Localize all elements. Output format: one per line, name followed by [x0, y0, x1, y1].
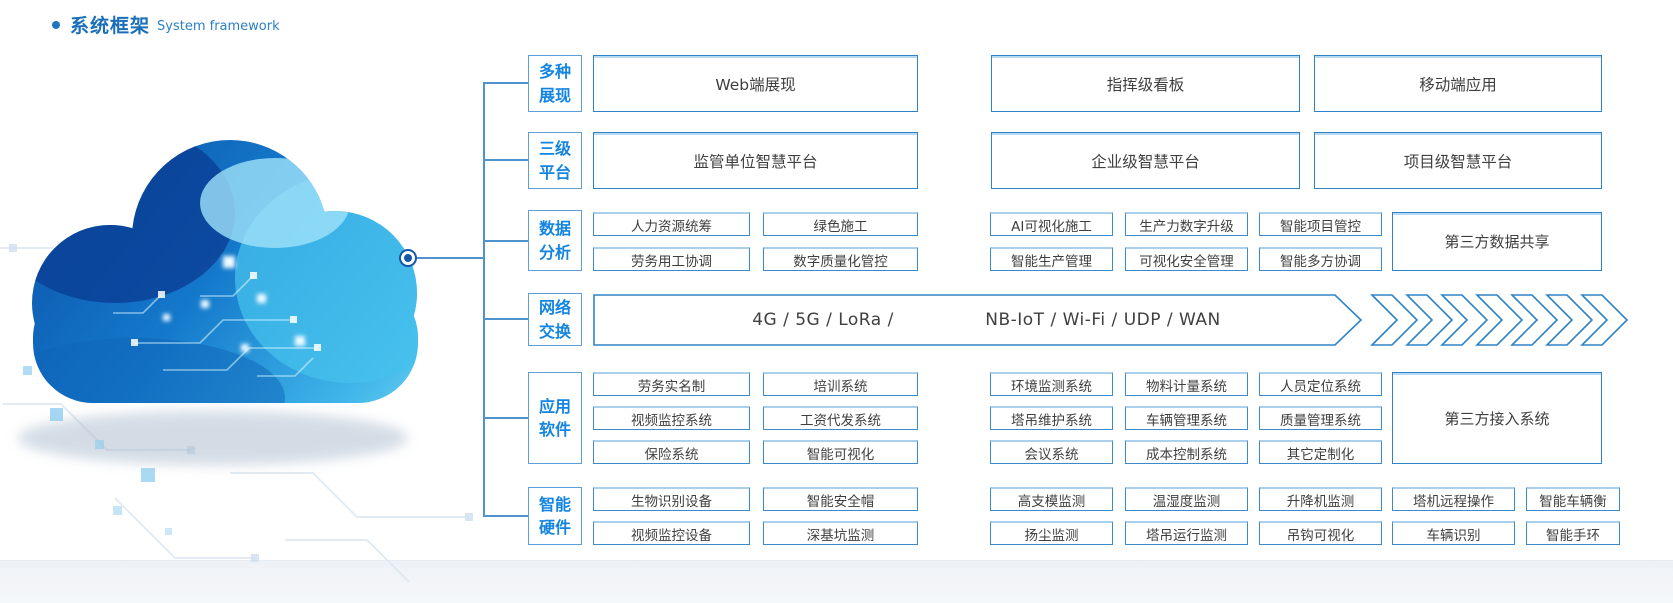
box-training-system: 培训系统 [763, 372, 918, 396]
box-cost-control-system: 成本控制系统 [1125, 440, 1248, 464]
category-label: 智能 [538, 494, 571, 514]
box-productivity-upgrade: 生产力数字升级 [1125, 212, 1248, 236]
title-zh: 系统框架 [70, 15, 151, 37]
chevron-arrows-icon [1370, 294, 1629, 346]
bullet-icon [52, 20, 60, 29]
network-protocols-left: 4G / 5G / LoRa / [752, 310, 894, 330]
connector-cloud-line [416, 257, 483, 259]
node-dot [404, 254, 412, 262]
box-tower-crane-remote-operation: 塔机远程操作 [1392, 487, 1515, 511]
box-video-surveillance-device: 视频监控设备 [593, 521, 750, 545]
box-ai-visual-construction: AI可视化施工 [990, 212, 1113, 236]
box-personnel-positioning-system: 人员定位系统 [1259, 372, 1382, 396]
category-data-analysis: 数据 分析 [528, 210, 582, 271]
box-material-metering-system: 物料计量系统 [1125, 372, 1248, 396]
box-vehicle-recognition: 车辆识别 [1392, 521, 1515, 545]
box-meeting-system: 会议系统 [990, 440, 1113, 464]
box-quality-mgmt-system: 质量管理系统 [1259, 406, 1382, 430]
box-insurance-system: 保险系统 [593, 440, 750, 464]
category-multi-display: 多种 展现 [528, 55, 582, 112]
connector-stub-network [483, 318, 528, 320]
connector-stub-display [483, 82, 528, 84]
box-command-board: 指挥级看板 [991, 55, 1300, 112]
box-smart-visualization: 智能可视化 [763, 440, 918, 464]
box-smart-vehicle-scale: 智能车辆衡 [1526, 487, 1620, 511]
category-label: 交换 [538, 321, 571, 341]
box-deep-pit-monitoring: 深基坑监测 [763, 521, 918, 545]
box-hoist-monitoring: 升降机监测 [1259, 487, 1382, 511]
network-protocols: 4G / 5G / LoRa / NB-IoT / Wi-Fi / UDP / … [593, 293, 1335, 347]
box-temp-humidity-monitoring: 温湿度监测 [1125, 487, 1248, 511]
connector-spine [483, 82, 485, 517]
category-label: 分析 [538, 242, 571, 262]
connector-stub-software [483, 417, 528, 419]
box-salary-payment-system: 工资代发系统 [763, 406, 918, 430]
connector-stub-hardware [483, 515, 528, 517]
box-smart-production-mgmt: 智能生产管理 [990, 247, 1113, 271]
box-visual-safety-mgmt: 可视化安全管理 [1125, 247, 1248, 271]
box-biometric-device: 生物识别设备 [593, 487, 750, 511]
connector-stub-platform [483, 159, 528, 161]
category-label: 平台 [538, 162, 571, 182]
connector-node-icon [399, 249, 417, 267]
box-dust-monitoring: 扬尘监测 [990, 521, 1113, 545]
network-protocols-right: NB-IoT / Wi-Fi / UDP / WAN [985, 310, 1221, 330]
title-en: System framework [157, 19, 280, 34]
category-smart-hardware: 智能 硬件 [528, 487, 582, 545]
box-supervision-platform: 监管单位智慧平台 [593, 132, 918, 189]
box-env-monitoring-system: 环境监测系统 [990, 372, 1113, 396]
cloud-shadow [18, 411, 408, 465]
floating-squares [23, 366, 172, 535]
box-hr-planning: 人力资源统筹 [593, 212, 750, 236]
box-high-formwork-monitoring: 高支模监测 [990, 487, 1113, 511]
category-label: 三级 [538, 139, 571, 159]
box-smart-multiparty-coordination: 智能多方协调 [1259, 247, 1382, 271]
box-digital-quality-control: 数字质量化管控 [763, 247, 918, 271]
box-third-party-data-sharing: 第三方数据共享 [1392, 212, 1602, 271]
box-tower-crane-maintenance-system: 塔吊维护系统 [990, 406, 1113, 430]
box-vehicle-mgmt-system: 车辆管理系统 [1125, 406, 1248, 430]
network-arrow [593, 294, 1629, 346]
box-web-display: Web端展现 [593, 55, 918, 112]
box-other-customization: 其它定制化 [1259, 440, 1382, 464]
category-label: 软件 [538, 420, 571, 439]
page-title: 系统框架 System framework [52, 11, 280, 38]
box-third-party-access-system: 第三方接入系统 [1392, 372, 1602, 464]
category-label: 应用 [538, 396, 571, 416]
box-video-surveillance-system: 视频监控系统 [593, 406, 750, 430]
connector-stub-data [483, 240, 528, 242]
category-label: 硬件 [538, 518, 571, 537]
box-labor-coordination: 劳务用工协调 [593, 247, 750, 271]
bottom-band [0, 560, 1673, 603]
category-network-exchange: 网络 交换 [528, 293, 582, 346]
box-smart-helmet: 智能安全帽 [763, 487, 918, 511]
box-smart-project-control: 智能项目管控 [1259, 212, 1382, 236]
category-three-level-platform: 三级 平台 [528, 132, 582, 189]
category-app-software: 应用 软件 [528, 372, 582, 464]
category-label: 数据 [538, 219, 571, 239]
box-enterprise-platform: 企业级智慧平台 [991, 132, 1300, 189]
box-hook-visualization: 吊钩可视化 [1259, 521, 1382, 545]
category-label: 展现 [538, 85, 571, 105]
box-project-platform: 项目级智慧平台 [1314, 132, 1602, 189]
category-label: 多种 [538, 62, 571, 82]
cloud-illustration [0, 140, 473, 583]
box-mobile-app: 移动端应用 [1314, 55, 1602, 112]
category-label: 网络 [538, 298, 571, 318]
box-labor-real-name: 劳务实名制 [593, 372, 750, 396]
box-smart-wristband: 智能手环 [1526, 521, 1620, 545]
box-green-construction: 绿色施工 [763, 212, 918, 236]
box-tower-crane-operation-monitoring: 塔吊运行监测 [1125, 521, 1248, 545]
